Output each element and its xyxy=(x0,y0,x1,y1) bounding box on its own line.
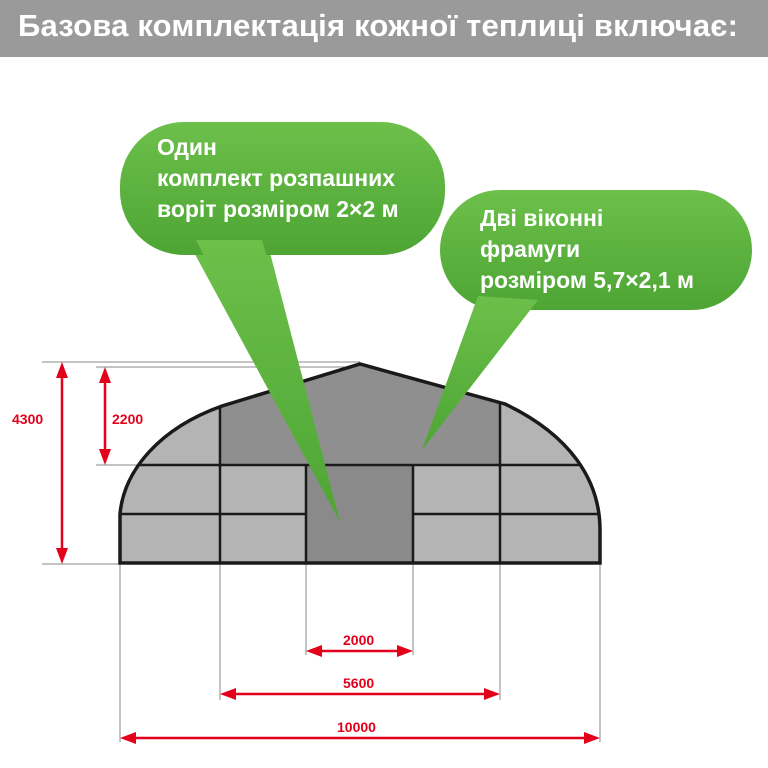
extension-lines xyxy=(42,361,601,742)
page-title: Базова комплектація кожної теплиці включ… xyxy=(18,8,739,43)
door-callout-line-2: комплект розпашних xyxy=(157,165,395,191)
door-callout-line-3: воріт розміром 2×2 м xyxy=(157,196,399,222)
dimension-window-width: 5600 xyxy=(343,675,374,691)
greenhouse-outline xyxy=(118,362,602,565)
dimension-arrows xyxy=(56,362,600,744)
door-callout-line-1: Один xyxy=(157,134,217,160)
window-callout-line-1: Дві віконні xyxy=(480,205,603,231)
dimension-upper-height: 2200 xyxy=(112,411,143,427)
dimension-total-height: 4300 xyxy=(12,411,43,427)
window-callout-line-3: розміром 5,7×2,1 м xyxy=(480,267,694,293)
page-header: Базова комплектація кожної теплиці включ… xyxy=(0,0,768,57)
dimension-total-width: 10000 xyxy=(337,719,376,735)
window-callout-line-2: фрамуги xyxy=(480,236,580,262)
greenhouse-facade xyxy=(120,364,600,563)
door-callout: Один комплект розпашних воріт розміром 2… xyxy=(120,122,445,522)
dimension-door-width: 2000 xyxy=(343,632,374,648)
window-callout: Дві віконні фрамуги розміром 5,7×2,1 м xyxy=(422,190,752,450)
